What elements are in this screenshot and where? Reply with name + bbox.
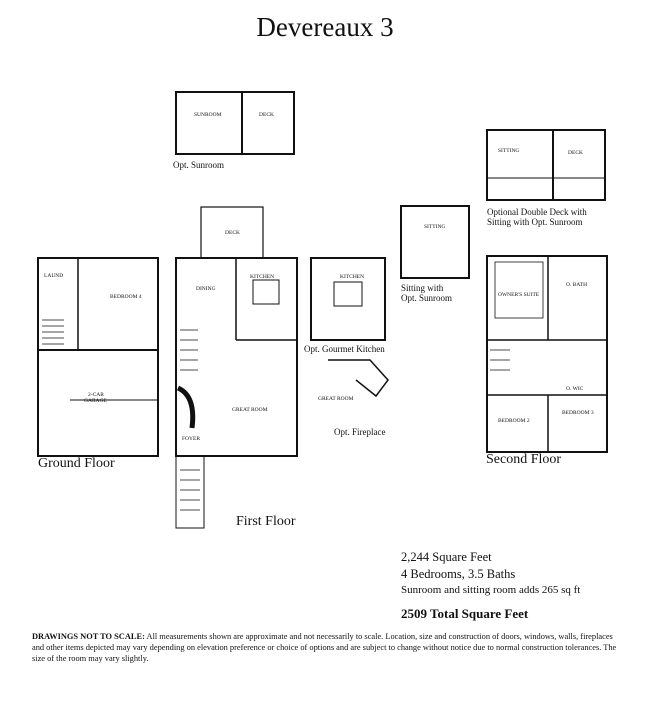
room-deck-top: DECK — [568, 150, 583, 156]
room-kitchen-opt: KITCHEN — [340, 274, 365, 280]
room-bedroom3: BEDROOM 3 — [562, 410, 594, 416]
opt-fireplace-label: Opt. Fireplace — [334, 427, 386, 437]
second-floor-outline — [486, 255, 608, 453]
total-square-feet: 2509 Total Square Feet — [401, 606, 529, 621]
opt-sitting-outline — [400, 205, 470, 279]
double-deck-label-2: Sitting with Opt. Sunroom — [487, 217, 583, 227]
disclaimer: DRAWINGS NOT TO SCALE: All measurements … — [32, 631, 624, 664]
room-dining: DINING — [196, 286, 216, 292]
room-sitting: SITTING — [424, 224, 446, 230]
disclaimer-body: All measurements shown are approximate a… — [32, 632, 617, 663]
opt-double-deck-outline — [486, 129, 606, 201]
first-floor-label: First Floor — [236, 514, 296, 529]
disclaimer-lead: DRAWINGS NOT TO SCALE: — [32, 632, 145, 641]
opt-fireplace-outline — [328, 359, 389, 398]
beds-baths: 4 Bedrooms, 3.5 Baths — [401, 567, 516, 581]
page-title: Devereaux 3 — [256, 12, 394, 42]
opt-gourmet-kitchen-label: Opt. Gourmet Kitchen — [304, 344, 385, 354]
opt-kitchen-outline — [310, 257, 386, 341]
square-feet: 2,244 Square Feet — [401, 550, 492, 564]
ground-floor-outline — [37, 257, 159, 457]
room-great-room: GREAT ROOM — [232, 407, 268, 413]
room-deck-first: DECK — [225, 230, 240, 236]
room-owners-suite: OWNER'S SUITE — [498, 292, 540, 298]
room-bedroom2: BEDROOM 2 — [498, 418, 530, 424]
opt-sunroom-label: Opt. Sunroom — [173, 160, 225, 170]
room-garage-2: GARAGE — [84, 398, 107, 404]
room-garage-1: 2-CAR — [88, 392, 104, 398]
room-foyer: FOYER — [182, 436, 201, 442]
room-o-bath: O. BATH — [566, 282, 588, 288]
room-laundry: LAUND — [44, 273, 64, 279]
room-kitchen: KITCHEN — [250, 274, 275, 280]
room-sitting-top: SITTING — [498, 148, 520, 154]
second-floor-label: Second Floor — [486, 452, 562, 467]
room-sunroom: SUNROOM — [194, 112, 222, 118]
opt-sunroom-outline — [175, 91, 295, 155]
double-deck-label-1: Optional Double Deck with — [487, 207, 587, 217]
ground-floor-label: Ground Floor — [38, 456, 115, 471]
addition-note: Sunroom and sitting room adds 265 sq ft — [401, 584, 581, 596]
room-deck: DECK — [259, 112, 274, 118]
room-o-wic: O. WIC — [566, 386, 584, 392]
sitting-label-2: Opt. Sunroom — [401, 293, 453, 303]
room-bedroom4: BEDROOM 4 — [110, 294, 142, 300]
room-great-room-opt: GREAT ROOM — [318, 396, 354, 402]
sitting-label-1: Sitting with — [401, 283, 444, 293]
